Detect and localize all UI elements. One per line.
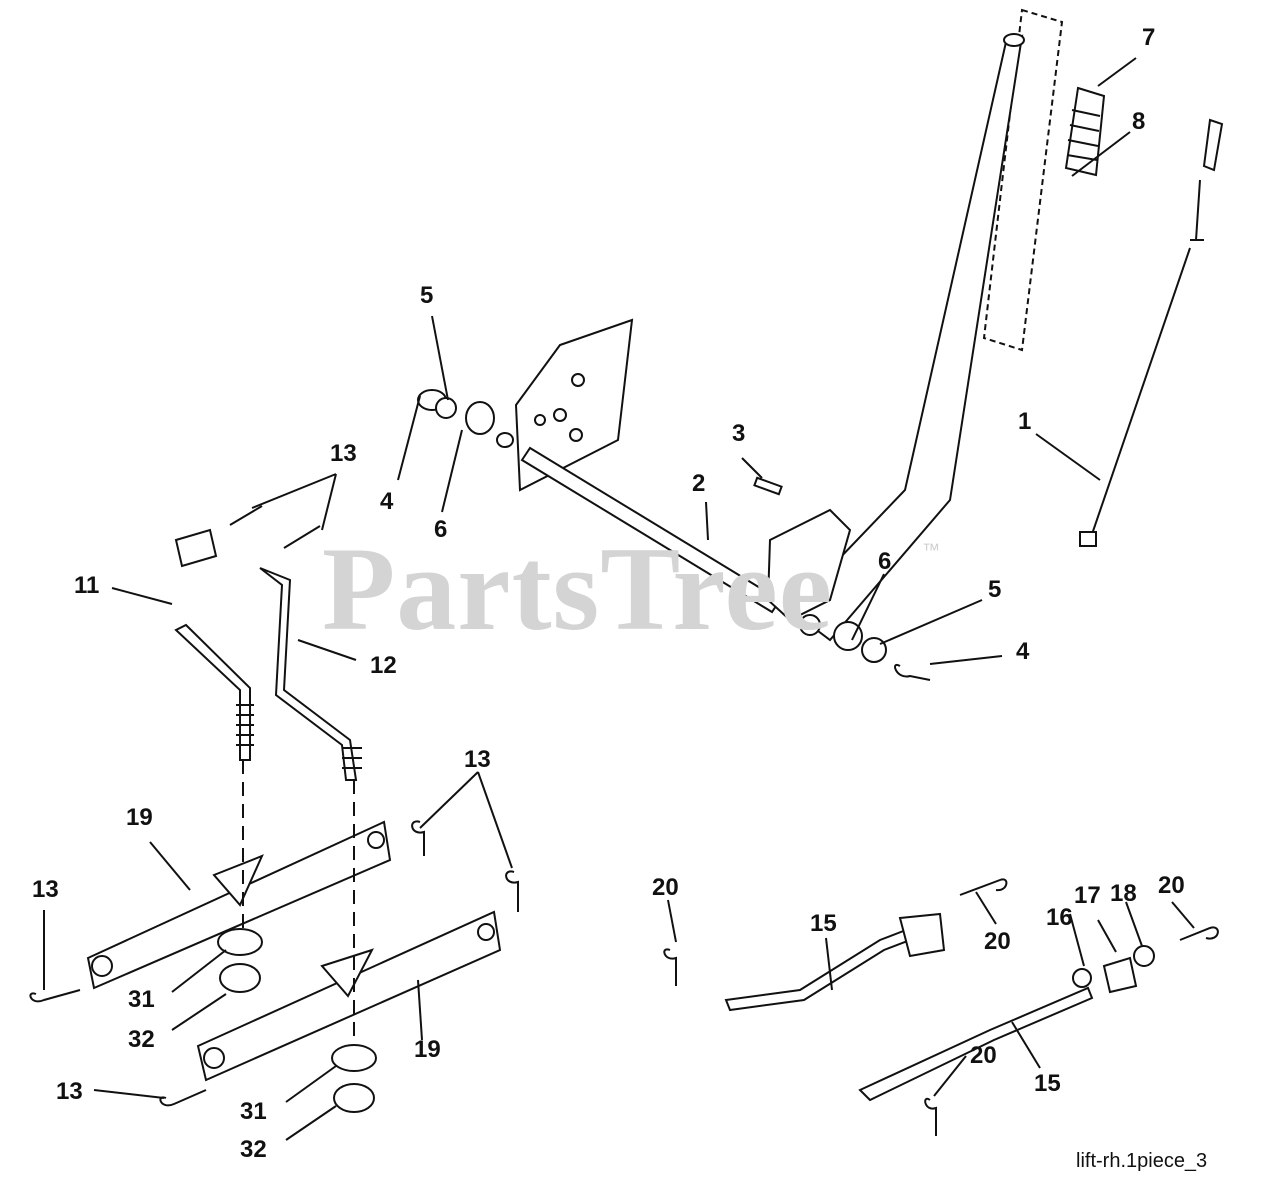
callout-20-left: 20: [652, 874, 679, 901]
callout-19-upper: 19: [126, 804, 153, 831]
callout-6-lower: 6: [878, 548, 892, 575]
callout-4-lower: 4: [1016, 638, 1030, 665]
hairpin-clips: [29, 820, 519, 1107]
callout-11: 11: [74, 572, 100, 599]
callout-6-upper: 6: [434, 516, 448, 543]
diagram-caption: lift-rh.1piece_3: [1076, 1150, 1208, 1172]
callout-15-upper: 15: [810, 910, 837, 937]
trademark-symbol: ™: [922, 540, 940, 560]
callout-18: 18: [1110, 880, 1137, 907]
lift-cable: [1079, 118, 1224, 547]
lift-arm-upper: [86, 820, 392, 990]
pivot-bracket: [514, 318, 634, 492]
callout-13-left: 13: [32, 876, 59, 903]
callout-3: 3: [732, 420, 746, 447]
callout-13-top: 13: [330, 440, 357, 467]
rod-15-lower: [858, 945, 1155, 1102]
lift-lever: [788, 8, 1064, 642]
callout-8: 8: [1132, 108, 1146, 135]
callout-13-bottom: 13: [56, 1078, 83, 1105]
callout-17: 17: [1074, 882, 1101, 909]
callout-5-lower: 5: [988, 576, 1002, 603]
callout-7: 7: [1142, 24, 1156, 51]
callout-31-lower: 31: [240, 1098, 267, 1125]
clips-20: [663, 878, 1219, 1136]
leader-lines: [43, 57, 1195, 1141]
callout-31-upper: 31: [128, 986, 155, 1013]
roll-pin: [753, 476, 783, 496]
callout-16: 16: [1046, 904, 1073, 931]
callout-20-mid: 20: [984, 928, 1011, 955]
upper-bushings: [417, 389, 514, 448]
callout-15-lower: 15: [1034, 1070, 1061, 1097]
callout-32-upper: 32: [128, 1026, 155, 1053]
watermark: PartsTree: [322, 522, 833, 655]
lift-shaft: [520, 446, 852, 622]
callout-5-upper: 5: [420, 282, 434, 309]
handle-grip: [1064, 86, 1106, 177]
callout-12: 12: [370, 652, 397, 679]
callout-2: 2: [692, 470, 706, 497]
lower-bushings: [799, 614, 931, 681]
callout-4-upper: 4: [380, 488, 394, 515]
callout-13-mid: 13: [464, 746, 491, 773]
callout-20-bottom: 20: [970, 1042, 997, 1069]
link-rod-11: [174, 623, 254, 761]
lift-arm-lower: [196, 910, 502, 1082]
callout-19-lower: 19: [414, 1036, 441, 1063]
callout-32-lower: 32: [240, 1136, 267, 1163]
link-rod-12: [259, 567, 362, 781]
spacers-nuts: [217, 928, 377, 1113]
callout-20-right: 20: [1158, 872, 1185, 899]
rod-15-upper: [724, 912, 946, 1012]
callout-1: 1: [1018, 408, 1032, 435]
clevis-pins-top: [174, 505, 321, 568]
